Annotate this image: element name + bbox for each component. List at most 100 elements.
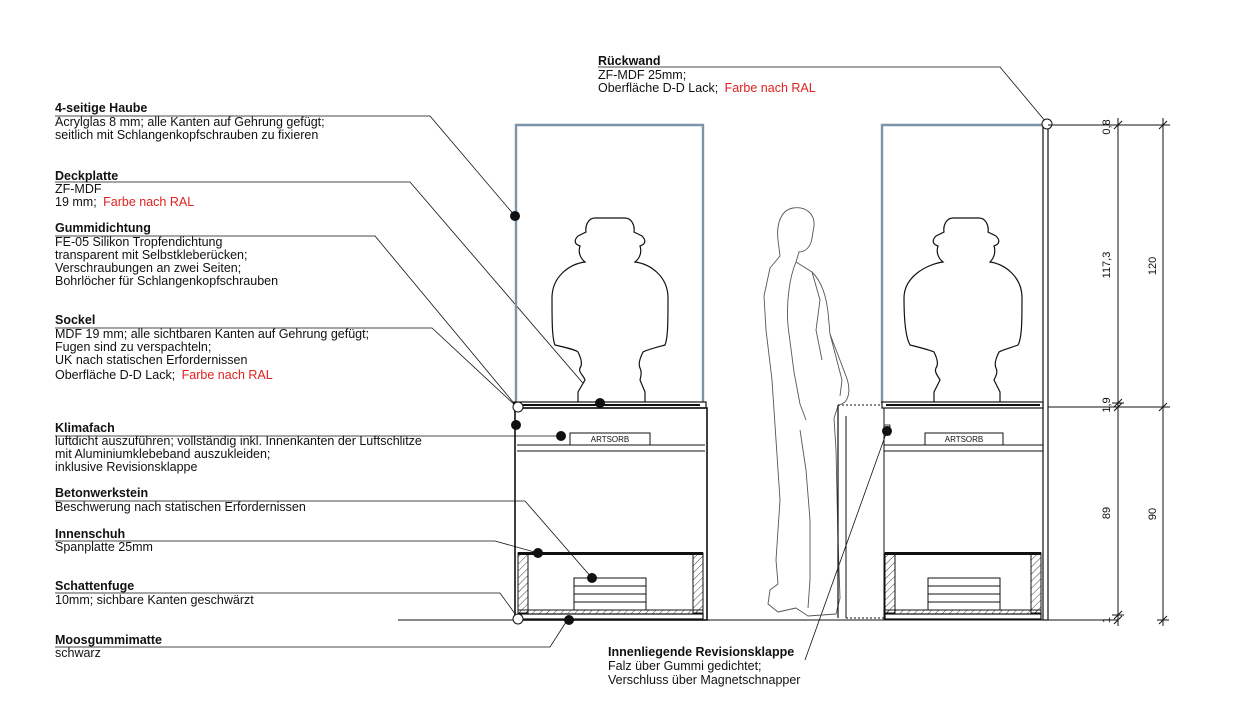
- dimension-chain-outer: 120 90: [1147, 118, 1169, 626]
- dim-1: 1: [1101, 617, 1113, 623]
- callout-innenschuh: Innenschuh Spanplatte 25mm: [55, 527, 153, 554]
- marker-schattenfuge: [512, 613, 524, 625]
- callout-betonwerkstein-line-1: Beschwerung nach statischen Erforderniss…: [55, 500, 306, 514]
- artsorb-box-right: [924, 432, 1004, 446]
- vitrine-left: ARTSORB: [513, 123, 708, 621]
- person-arm: [787, 261, 807, 421]
- callout-revisionsklappe: Innenliegende Revisionsklappe Falz über …: [608, 645, 800, 687]
- callout-sockel: Sockel MDF 19 mm; alle sichtbaren Kanten…: [55, 313, 369, 382]
- person-coat-lapel: [811, 271, 823, 361]
- callout-sockel-line-1: MDF 19 mm; alle sichtbaren Kanten auf Ge…: [55, 327, 369, 341]
- callout-gummidichtung-line-4: Bohrlöcher für Schlangenkopfschrauben: [55, 274, 278, 288]
- dim-1-9: 1,9: [1101, 397, 1113, 412]
- artsorb-label-left: ARTSORB: [591, 435, 630, 444]
- callout-sockel-line-4: Oberfläche D-D Lack; Farbe nach RAL: [55, 368, 273, 382]
- leader-lines: [55, 66, 1047, 661]
- callout-klimafach-line-2: mit Aluminiumklebeband auszukleiden;: [55, 447, 270, 461]
- dim-89: 89: [1101, 507, 1113, 519]
- scale-figure: [763, 207, 850, 617]
- callout-gummidichtung: Gummidichtung FE-05 Silikon Tropfendicht…: [55, 221, 278, 288]
- dim-0-8: 0,8: [1101, 119, 1113, 134]
- leader-haube: [55, 115, 516, 217]
- callout-markers-right: [882, 118, 1053, 436]
- callout-haube-line-2: seitlich mit Schlangenkopfschrauben zu f…: [55, 128, 318, 142]
- callout-betonwerkstein-title: Betonwerkstein: [55, 486, 148, 500]
- callout-moosgummi-line-1: schwarz: [55, 646, 101, 660]
- dim-outer-tick-bottom-slash: [1158, 615, 1168, 625]
- marker-gummidichtung: [512, 401, 524, 413]
- marker-deckplatte: [595, 398, 605, 408]
- callout-revisionsklappe-title: Innenliegende Revisionsklappe: [608, 645, 794, 659]
- callout-gummidichtung-line-1: FE-05 Silikon Tropfendichtung: [55, 235, 223, 249]
- callout-markers-left: [510, 211, 605, 625]
- marker-haube: [510, 211, 520, 221]
- marker-revisionsklappe: [882, 426, 892, 436]
- callout-rueckwand-title: Rückwand: [598, 54, 661, 68]
- inner-shoe-left-wall-right: [884, 552, 896, 614]
- foam-mat-left: [517, 613, 704, 620]
- callout-betonwerkstein: Betonwerkstein Beschwerung nach statisch…: [55, 486, 306, 514]
- callout-rueckwand-ral: Farbe nach RAL: [725, 81, 816, 95]
- dim-tick-b-slash: [1113, 398, 1123, 408]
- inner-shoe-right-wall-left: [692, 552, 704, 614]
- person-outline: [763, 207, 850, 617]
- callout-sockel-line-3: UK nach statischen Erfordernissen: [55, 353, 248, 367]
- extension-lines: [1048, 124, 1170, 408]
- callout-gummidichtung-title: Gummidichtung: [55, 221, 151, 235]
- dim-90: 90: [1147, 508, 1159, 520]
- callout-moosgummi-title: Moosgummimatte: [55, 633, 162, 647]
- dim-117-3: 117,3: [1101, 252, 1113, 279]
- bust-left: [551, 217, 669, 404]
- bust-right: [903, 217, 1023, 404]
- person-hand: [829, 333, 843, 397]
- callout-deckplatte-ral: Farbe nach RAL: [103, 195, 194, 209]
- callout-innenschuh-line-1: Spanplatte 25mm: [55, 540, 153, 554]
- callout-schattenfuge-line-1: 10mm; sichbare Kanten geschwärzt: [55, 593, 254, 607]
- marker-sockel: [511, 420, 521, 430]
- leader-moosgummi: [55, 618, 569, 648]
- artsorb-label-right: ARTSORB: [945, 435, 984, 444]
- inner-shoe-top-left: [518, 552, 703, 555]
- leader-gummidichtung: [55, 235, 519, 409]
- acrylic-hood-left: [514, 123, 705, 403]
- revision-flap-open: [837, 404, 884, 619]
- callout-gummidichtung-line-3: Verschraubungen an zwei Seiten;: [55, 261, 241, 275]
- callout-schattenfuge: Schattenfuge 10mm; sichbare Kanten gesch…: [55, 579, 254, 607]
- callout-deckplatte-title: Deckplatte: [55, 169, 118, 183]
- callout-deckplatte-line-2: 19 mm; Farbe nach RAL: [55, 195, 194, 209]
- callout-klimafach: Klimafach luftdicht auszuführen; vollstä…: [55, 421, 422, 474]
- plinth-outline-left: [514, 407, 708, 621]
- callout-moosgummi: Moosgummimatte schwarz: [55, 633, 162, 660]
- dim-120: 120: [1147, 257, 1159, 275]
- leader-rueckwand: [598, 66, 1047, 123]
- callout-revisionsklappe-line-2: Verschluss über Magnetschnapper: [608, 673, 800, 687]
- dim-tick-e-slash: [1113, 615, 1123, 625]
- callout-sockel-line-2: Fugen sind zu verspachteln;: [55, 340, 211, 354]
- callout-sockel-title: Sockel: [55, 313, 95, 327]
- callout-rueckwand-line-1: ZF-MDF 25mm;: [598, 68, 686, 82]
- leader-innenschuh: [55, 540, 539, 554]
- foam-mat-right: [884, 613, 1042, 620]
- leader-deckplatte: [55, 181, 601, 404]
- callout-rueckwand-line-2: Oberfläche D-D Lack; Farbe nach RAL: [598, 81, 816, 95]
- callout-haube-line-1: Acrylglas 8 mm; alle Kanten auf Gehrung …: [55, 115, 325, 129]
- inner-shoe-right-wall-right: [1030, 552, 1042, 614]
- marker-moosgummi: [564, 615, 574, 625]
- dim-tick-d-slash: [1113, 610, 1123, 620]
- back-wall: [1042, 124, 1049, 621]
- person-leg-line: [799, 429, 811, 609]
- callout-klimafach-line-3: inklusive Revisionsklappe: [55, 460, 197, 474]
- marker-rueckwand: [1041, 118, 1053, 130]
- callout-gummidichtung-line-2: transparent mit Selbstkleberücken;: [55, 248, 247, 262]
- acrylic-hood-right: [880, 123, 1043, 403]
- callout-haube: 4-seitige Haube Acrylglas 8 mm; alle Kan…: [55, 101, 325, 142]
- callout-innenschuh-title: Innenschuh: [55, 527, 125, 541]
- marker-klimafach: [556, 431, 566, 441]
- dimension-chain-inner: 0,8 117,3 1,9 89 1: [1101, 118, 1124, 626]
- callout-schattenfuge-title: Schattenfuge: [55, 579, 134, 593]
- leader-sockel: [55, 327, 519, 409]
- inner-shoe-left-wall-left: [517, 552, 529, 614]
- artsorb-box-left: [569, 432, 651, 446]
- callout-klimafach-line-1: luftdicht auszuführen; vollständig inkl.…: [55, 434, 422, 448]
